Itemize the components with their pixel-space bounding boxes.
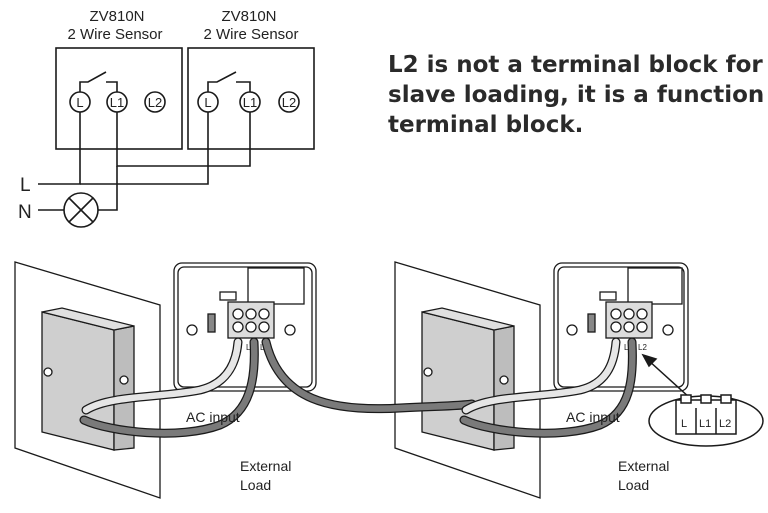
external-load-label-2a: External [618,458,669,474]
ac-input-label-2: AC input [566,409,620,425]
terminal-label: L2 [282,95,296,110]
external-load-label-1a: External [240,458,291,474]
terminal-label: L2 [148,95,162,110]
sensor-2-box [187,47,315,150]
callout-term-l2: L2 [719,418,731,430]
unit-2-term-l2: L2 [638,343,647,352]
terminal-label: L1 [110,95,124,110]
callout-arrow [641,353,658,368]
ac-input-label-1: AC input [186,409,240,425]
note-line-1: L2 is not a terminal block for [388,52,763,78]
note-line-3: terminal block. [388,112,584,138]
terminal-label: L1 [243,95,257,110]
cables [79,337,637,438]
lamp-symbol [63,192,99,228]
terminal-callout [641,353,764,447]
external-load-label-2b: Load [618,477,649,493]
note-line-2: slave loading, it is a function [388,82,765,108]
sensor-2-subtitle: 2 Wire Sensor [203,26,298,43]
callout-term-l: L [681,418,687,430]
sensor-2-terminal-l2 [278,91,300,113]
neutral-line-label: N [18,202,32,223]
external-load-label-1b: Load [240,477,271,493]
sensor-2-model: ZV810N [221,8,276,25]
sensor-1-subtitle: 2 Wire Sensor [67,26,162,43]
terminal-label: L [76,95,83,110]
terminal-label: L [204,95,211,110]
callout-term-l1: L1 [699,418,711,430]
unit-2 [394,261,689,499]
unit-1 [14,261,317,499]
sensor-1-box [55,47,183,150]
sensor-1-model: ZV810N [89,8,144,25]
schematic [38,47,315,228]
l2-note: L2 is not a terminal block for slave loa… [388,50,765,140]
live-line-label: L [20,175,31,196]
sensor-1-terminal-l2 [144,91,166,113]
